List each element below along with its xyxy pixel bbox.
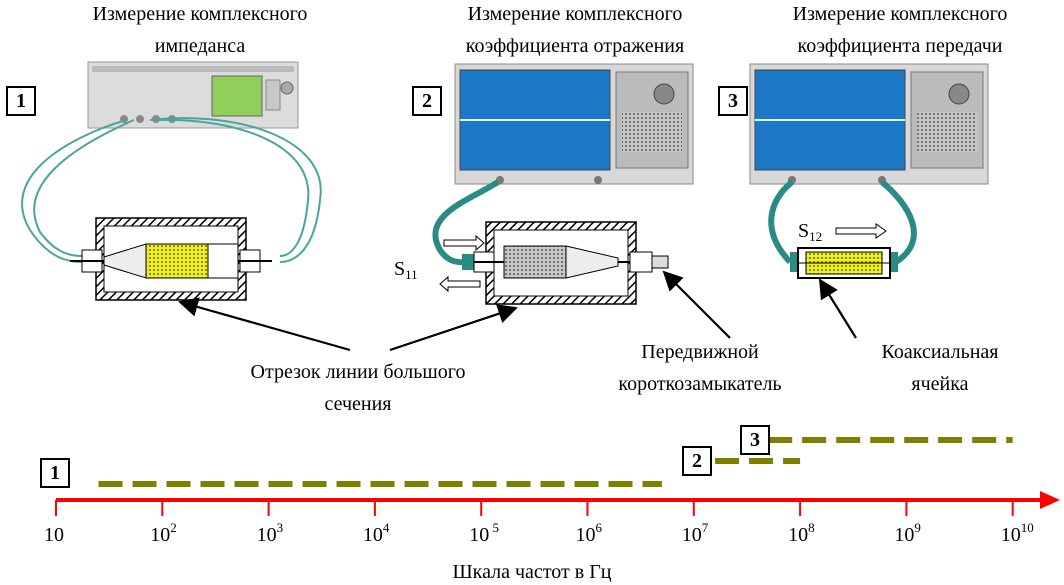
heading-transmission-line1: Измерение комплексного [792, 3, 1008, 25]
frequency-ranges [98, 437, 1013, 487]
large-line-1 [70, 217, 272, 301]
scale-caption: Шкала частот в Гц [452, 561, 612, 583]
range-number-3: 3 [740, 425, 770, 455]
setup-number-1: 1 [6, 86, 36, 116]
label-short-1: Передвижной [641, 341, 759, 363]
vna-2 [454, 63, 694, 185]
tick-label: 108 [788, 520, 815, 546]
tick-label: 1010 [1000, 520, 1034, 546]
label-coax-1: Коаксиальная [881, 341, 999, 363]
impedance-cables [21, 117, 322, 263]
label-large-line-1: Отрезок линии большого [250, 361, 466, 383]
setup-number-2: 2 [412, 86, 442, 116]
range-number-2: 2 [682, 446, 712, 476]
tick-label: 10 [44, 524, 64, 546]
tick-label: 109 [894, 520, 921, 546]
impedance-analyzer [87, 61, 299, 129]
s11-arrows [439, 234, 485, 293]
tick-label: 107 [681, 520, 709, 546]
tick-label: 10 5 [469, 520, 499, 546]
s12-label: S12 [798, 220, 823, 244]
tick-label: 106 [575, 520, 603, 546]
frequency-axis-arrowhead [1040, 491, 1060, 509]
tick-label: 102 [150, 520, 177, 546]
vna-3 [749, 63, 989, 185]
coaxial-cell [790, 247, 898, 279]
tick-label: 103 [256, 520, 284, 546]
s11-label: S11 [394, 258, 418, 282]
label-short-2: короткозамыкатель [618, 373, 782, 395]
pointer-arrows [178, 270, 857, 352]
setup-number-3: 3 [718, 86, 748, 116]
heading-impedance-line1: Измерение комплексного [92, 3, 308, 25]
axis-ticks [55, 500, 1014, 516]
range-number-1: 1 [40, 458, 70, 488]
label-coax-2: ячейка [911, 373, 969, 395]
heading-reflection-line2: коэффициента отражения [465, 35, 685, 57]
heading-impedance-line2: импеданса [154, 35, 246, 57]
vna-2-cable [432, 179, 500, 266]
heading-reflection-line1: Измерение комплексного [467, 3, 683, 25]
label-large-line-2: сечения [324, 393, 392, 415]
tick-label: 104 [362, 520, 390, 546]
large-line-2 [462, 221, 669, 305]
s12-arrow [835, 223, 887, 239]
vna-3-cables [768, 179, 917, 265]
heading-transmission-line2: коэффициента передачи [797, 35, 1003, 57]
